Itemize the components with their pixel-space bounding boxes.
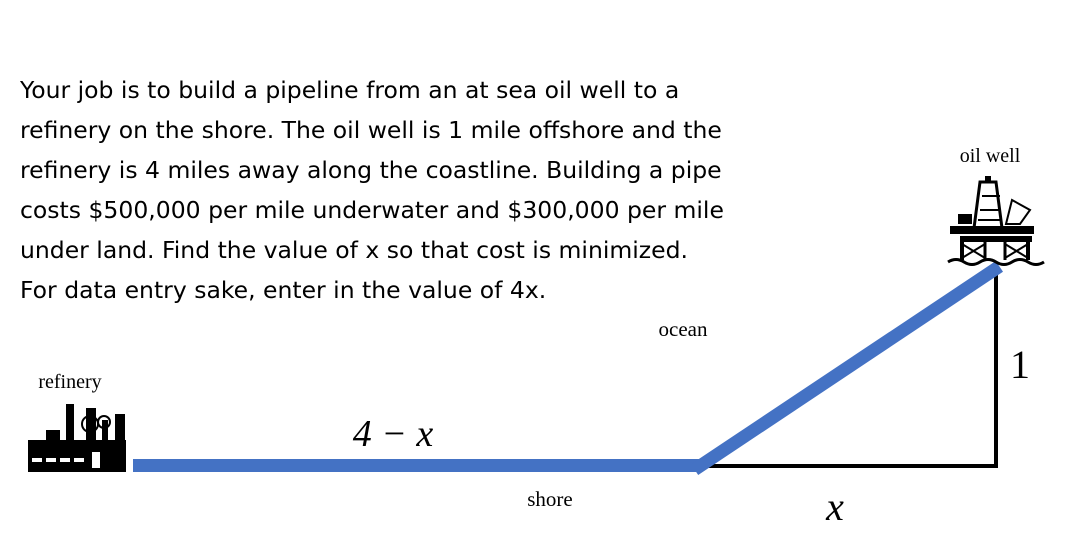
oil-well-label: oil well [960,145,1021,167]
horizontal-distance-label: x [825,484,844,529]
problem-line: For data entry sake, enter in the value … [20,276,547,304]
shore-label: shore [527,487,573,511]
problem-line: refinery on the shore. The oil well is 1… [20,116,722,144]
refinery-label: refinery [38,371,101,393]
oil-platform-icon [947,176,1045,266]
vertical-distance-label: 1 [1010,342,1030,387]
underwater-pipeline [690,260,1004,476]
refinery-icon [28,404,126,472]
problem-line: refinery is 4 miles away along the coast… [20,156,722,184]
problem-line: costs $500,000 per mile underwater and $… [20,196,724,224]
land-pipeline [133,459,700,472]
land-distance-label: 4 − x [353,413,434,455]
problem-line: under land. Find the value of x so that … [20,236,688,264]
ocean-label: ocean [659,317,708,341]
problem-statement: Your job is to build a pipeline from an … [20,70,850,310]
problem-line: Your job is to build a pipeline from an … [20,76,680,104]
